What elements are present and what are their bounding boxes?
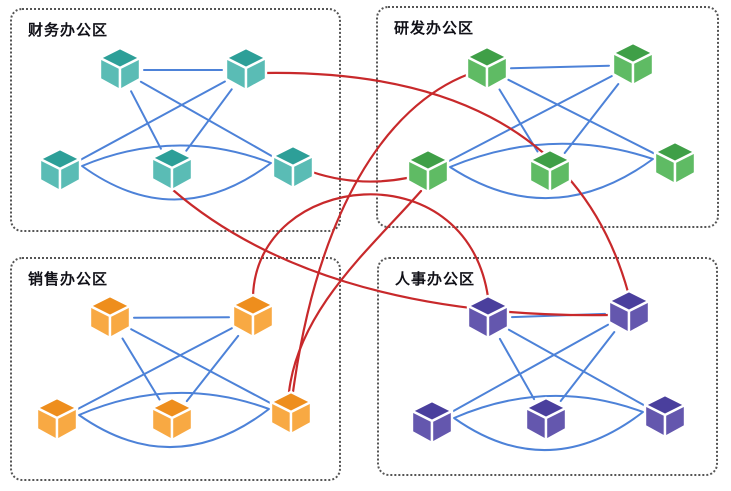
node-sales-bl[interactable] [35,396,79,442]
cube-right-face [663,403,687,439]
node-rnd-tr[interactable] [611,41,655,87]
node-rnd-tl[interactable] [465,45,509,91]
intra-area-edge [130,90,162,150]
area-box-sales [10,257,341,481]
cube-right-face [244,56,268,92]
intra-area-edge [78,408,270,449]
cube-right-face [426,158,450,194]
intra-area-edge [453,411,644,452]
cube-right-face [118,56,142,92]
intra-area-edge [78,391,270,416]
cube-right-face [108,304,132,340]
inter-area-edge-sales.tr-hr.tl [251,193,490,299]
area-box-hr [377,257,718,476]
inter-area-edge-finance.br-rnd.bl [310,170,409,183]
intra-area-edge [449,142,654,168]
cube-right-face [544,406,568,442]
node-finance-tl[interactable] [98,46,142,92]
area-title-rnd: 研发办公区 [394,20,475,37]
node-sales-br[interactable] [269,390,313,436]
node-rnd-bc[interactable] [528,148,572,194]
intra-area-edge [81,144,272,167]
area-title-finance: 财务办公区 [28,22,109,39]
node-sales-tl[interactable] [88,294,132,340]
cube-right-face [631,51,655,87]
intra-area-edge [510,64,610,70]
cube-right-face [673,150,697,186]
intra-area-edge [563,83,620,154]
intra-area-edge [81,162,272,201]
intra-area-edge [121,337,161,401]
node-finance-tr[interactable] [224,46,268,92]
intra-area-edge [185,334,240,403]
intra-area-edge [498,337,536,401]
intra-area-edge [559,331,616,402]
intra-area-edge [507,78,655,155]
inter-area-edge-finance.tr-hr.tr [260,71,630,294]
node-hr-tl[interactable] [466,294,510,340]
area-box-rnd [376,6,719,228]
node-finance-br[interactable] [271,144,315,190]
cube-right-face [486,304,510,340]
node-finance-bc[interactable] [150,146,194,192]
node-rnd-bl[interactable] [406,148,450,194]
intra-area-edge [77,327,233,410]
inter-area-edge-rnd.tl-sales.br [291,72,471,394]
cube-right-face [627,299,651,335]
intra-area-edge [453,394,644,419]
cube-right-face [548,158,572,194]
intra-area-edge [139,80,274,158]
node-hr-bl[interactable] [410,399,454,445]
node-finance-bl[interactable] [38,147,82,193]
node-hr-bc[interactable] [524,396,568,442]
cube-right-face [430,409,454,445]
inter-area-edge-rnd.bl-sales.br [287,189,423,394]
node-hr-tr[interactable] [607,289,651,335]
cube-right-face [485,55,509,91]
intra-area-edge [449,158,654,199]
node-sales-tr[interactable] [231,293,275,339]
node-hr-br[interactable] [643,393,687,439]
intra-area-edge [498,88,539,153]
cube-right-face [289,400,313,436]
cube-right-face [170,156,194,192]
area-box-finance [10,8,341,232]
intra-area-edge [452,323,609,413]
area-title-sales: 销售办公区 [28,271,109,288]
cube-right-face [170,406,194,442]
cube-right-face [291,154,315,190]
intra-area-edge [80,80,226,161]
inter-area-edge-finance.bc-hr.tr [171,188,611,317]
intra-area-edge [133,316,230,319]
intra-area-edge [130,328,271,404]
node-sales-bc[interactable] [150,396,194,442]
intra-area-edge [507,328,646,407]
cube-right-face [58,157,82,193]
node-rnd-br[interactable] [653,140,697,186]
cube-right-face [251,303,275,339]
area-title-hr: 人事办公区 [395,271,476,288]
cube-right-face [55,406,79,442]
intra-area-edge [448,75,613,162]
